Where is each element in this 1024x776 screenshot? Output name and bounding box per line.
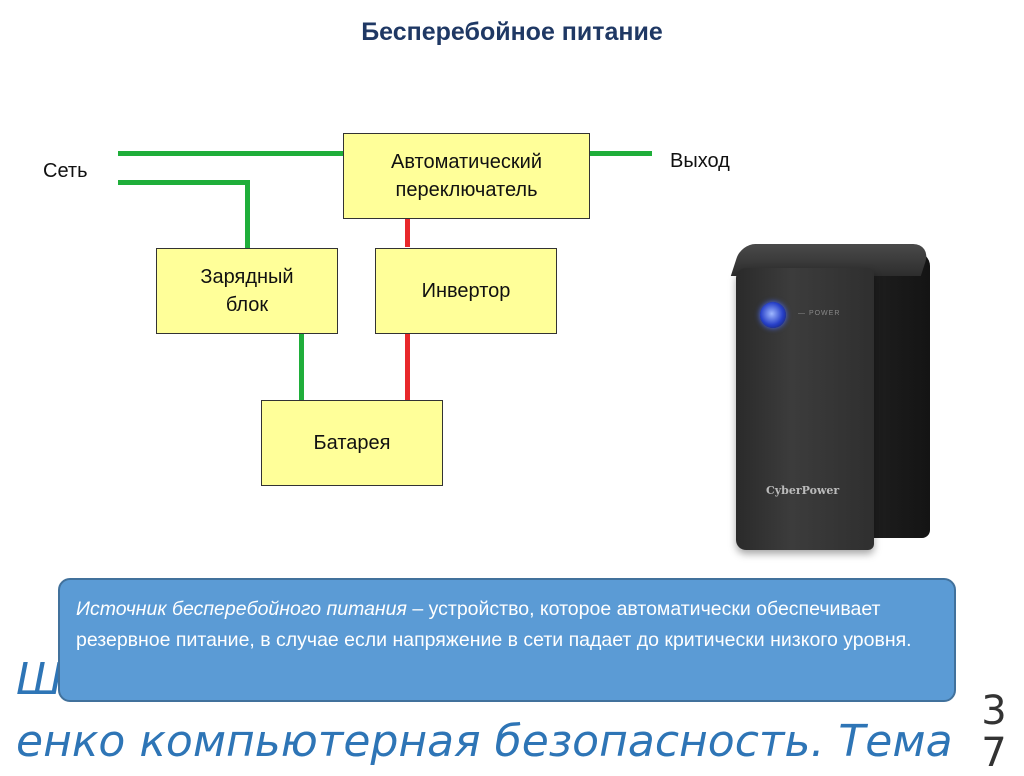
ups-side-panel <box>870 252 930 538</box>
footer-ghost-text: Ш <box>16 654 64 705</box>
switch-box: Автоматический переключатель <box>343 133 590 219</box>
page-number-value: 3 7 <box>981 688 1007 776</box>
ups-power-text: — POWER <box>798 310 841 317</box>
charger-to-battery-wire <box>299 334 304 400</box>
page-number: 3 7 <box>974 690 1014 774</box>
ups-brand-logo: CyberPower <box>766 484 840 497</box>
input-label: Сеть <box>43 160 88 182</box>
battery-to-inverter-wire <box>405 334 410 400</box>
definition-note: Источник бесперебойного питания – устрой… <box>58 578 956 702</box>
power-button-icon <box>760 302 786 328</box>
output-wire <box>590 151 652 156</box>
definition-term: Источник бесперебойного питания <box>76 598 407 620</box>
slide-title: Бесперебойное питание <box>361 18 663 46</box>
inverter-box: Инвертор <box>375 248 557 334</box>
output-label: Выход <box>670 150 730 172</box>
mains-to-charger-wire <box>245 180 250 250</box>
mains-wire-bottom <box>118 180 249 185</box>
ups-device-image: — POWER CyberPower <box>720 240 940 550</box>
definition-text: – устройство, которое автоматически обес… <box>76 598 912 652</box>
footer-text: енко компьютерная безопасность. Тема <box>16 716 953 767</box>
charger-box: Зарядный блок <box>156 248 338 334</box>
mains-wire-top <box>118 151 344 156</box>
battery-box: Батарея <box>261 400 443 486</box>
ups-front-panel <box>736 268 874 550</box>
inverter-to-switch-wire <box>405 219 410 247</box>
